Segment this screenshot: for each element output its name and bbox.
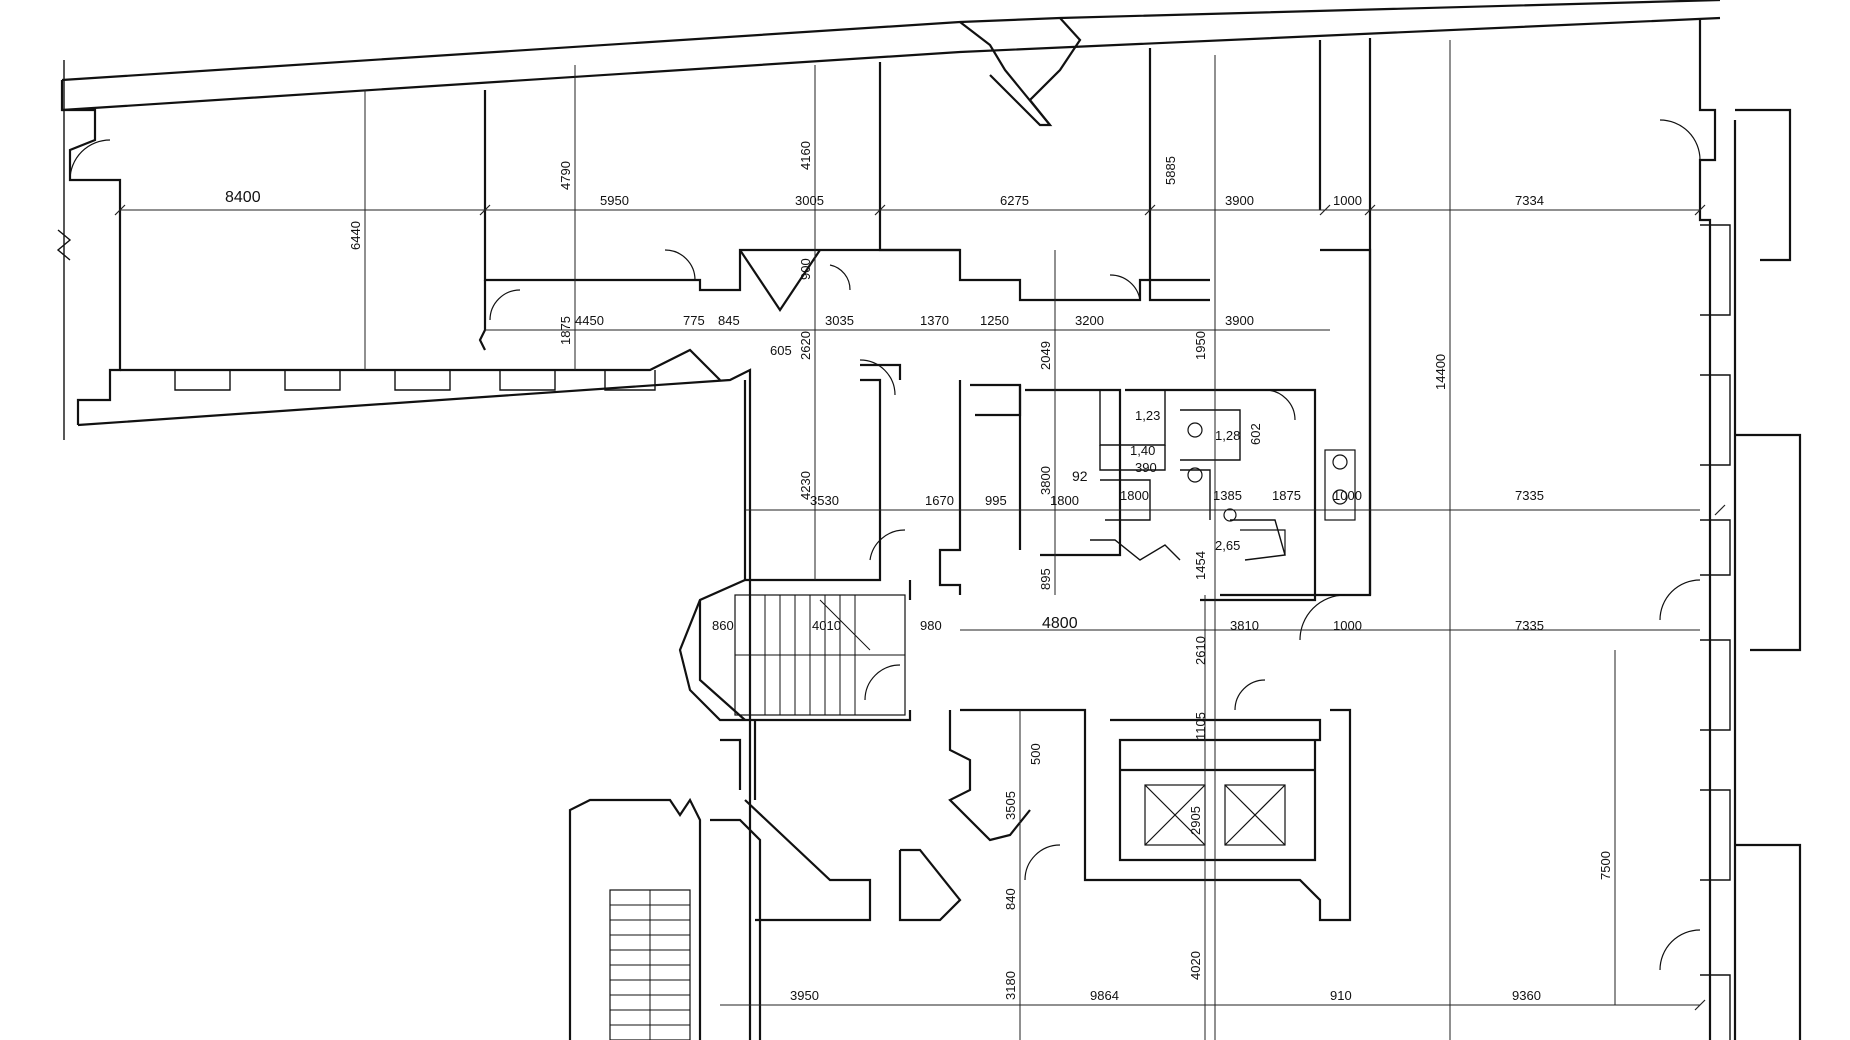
dim-label: 3530 xyxy=(810,493,839,508)
dim-label: 2049 xyxy=(1038,341,1053,370)
doors xyxy=(69,119,1701,971)
dim-label: 3810 xyxy=(1230,618,1259,633)
dim-label: 3180 xyxy=(1003,971,1018,1000)
dim-label: 3900 xyxy=(1225,313,1254,328)
dim-label: 4790 xyxy=(558,161,573,190)
dim-label: 4800 xyxy=(1042,615,1078,632)
area-label: 92 xyxy=(1072,468,1088,484)
dim-label: 775 xyxy=(683,313,705,328)
lift-shafts xyxy=(1144,784,1286,846)
dim-label: 1385 xyxy=(1213,488,1242,503)
dimension-labels-middle: 1875 4450 775 845 900 605 2620 3035 1370… xyxy=(558,258,1448,390)
dim-label: 4010 xyxy=(812,618,841,633)
dim-label: 2,65 xyxy=(1215,538,1240,553)
dim-label: 14400 xyxy=(1433,354,1448,390)
dim-label: 1250 xyxy=(980,313,1009,328)
dim-label: 6275 xyxy=(1000,193,1029,208)
dimension-lines xyxy=(114,40,1726,1040)
dim-label: 860 xyxy=(712,618,734,633)
dim-label: 3505 xyxy=(1003,791,1018,820)
dim-label: 5885 xyxy=(1163,156,1178,185)
dim-label: 4230 xyxy=(798,471,813,500)
dim-label: 895 xyxy=(1038,568,1053,590)
stair-lower xyxy=(609,889,691,1040)
dim-label: 1,23 xyxy=(1135,408,1160,423)
dimension-labels-top: 8400 6440 4790 5950 4160 3005 6275 5885 … xyxy=(225,141,1544,250)
dim-label: 840 xyxy=(1003,888,1018,910)
dim-label: 1000 xyxy=(1333,488,1362,503)
dim-label: 1670 xyxy=(925,493,954,508)
dim-label: 910 xyxy=(1330,988,1352,1003)
dim-label: 3005 xyxy=(795,193,824,208)
dim-label: 1105 xyxy=(1193,712,1208,740)
dim-label: 3950 xyxy=(790,988,819,1003)
dim-label: 3800 xyxy=(1038,466,1053,495)
dim-label: 1454 xyxy=(1193,551,1208,580)
dim-label: 3900 xyxy=(1225,193,1254,208)
dim-label: 7335 xyxy=(1515,488,1544,503)
dim-label: 1950 xyxy=(1193,331,1208,360)
exterior-walls xyxy=(60,0,1802,1040)
dim-label: 4160 xyxy=(798,141,813,170)
dim-label: 1875 xyxy=(558,316,573,345)
dim-label: 605 xyxy=(770,343,792,358)
dim-label: 2620 xyxy=(798,331,813,360)
dim-label: 6440 xyxy=(348,221,363,250)
dim-label: 4020 xyxy=(1188,951,1203,980)
dim-label: 1,40 xyxy=(1130,443,1155,458)
dim-label: 1,28 xyxy=(1215,428,1240,443)
dim-label: 9864 xyxy=(1090,988,1119,1003)
dim-label: 845 xyxy=(718,313,740,328)
dim-label: 5950 xyxy=(600,193,629,208)
dim-label: 1370 xyxy=(920,313,949,328)
dim-label: 1000 xyxy=(1333,193,1362,208)
dim-label: 500 xyxy=(1028,743,1043,765)
dim-label: 2905 xyxy=(1188,806,1203,835)
dim-label: 3035 xyxy=(825,313,854,328)
dim-label: 980 xyxy=(920,618,942,633)
sanitary-fixtures xyxy=(1187,422,1356,555)
dimension-labels-bottom: 3950 3180 9864 4020 910 9360 xyxy=(790,951,1541,1003)
dim-label: 7500 xyxy=(1598,851,1613,880)
dim-label: 602 xyxy=(1248,423,1263,445)
dim-label: 2610 xyxy=(1193,636,1208,665)
dim-label: 9360 xyxy=(1512,988,1541,1003)
dimension-labels-lower: 860 4010 980 4800 3810 2610 1000 7335 50… xyxy=(712,615,1613,910)
dim-label: 1875 xyxy=(1272,488,1301,503)
dim-label: 8400 xyxy=(225,189,261,206)
dim-label: 390 xyxy=(1135,460,1157,475)
break-symbol xyxy=(56,60,72,440)
dim-label: 1800 xyxy=(1050,493,1079,508)
dim-label: 900 xyxy=(798,258,813,280)
dim-label: 7334 xyxy=(1515,193,1544,208)
dim-label: 995 xyxy=(985,493,1007,508)
stair-upper xyxy=(734,594,906,716)
dim-label: 3200 xyxy=(1075,313,1104,328)
dimension-labels-core: 4230 3530 1670 995 3800 1800 1800 1,23 1… xyxy=(798,408,1544,590)
dim-label: 4450 xyxy=(575,313,604,328)
dim-label: 1800 xyxy=(1120,488,1149,503)
interior-walls xyxy=(478,17,1372,1040)
dim-label: 7335 xyxy=(1515,618,1544,633)
dim-label: 1000 xyxy=(1333,618,1362,633)
